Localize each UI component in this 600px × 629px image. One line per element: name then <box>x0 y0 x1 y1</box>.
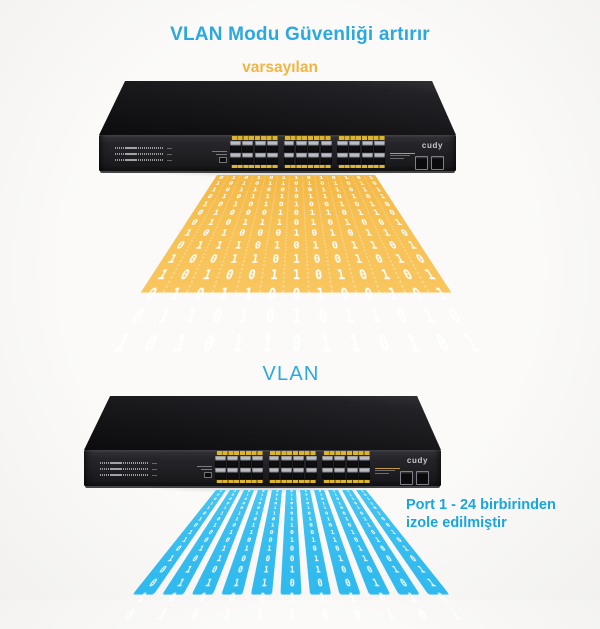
infographic: VLAN Modu Güvenliği artırır varsayılan c… <box>0 0 600 600</box>
vlan-mode-toggle <box>203 151 227 163</box>
switch-default-mode: cudy <box>99 81 456 171</box>
vlan-mode-toggle <box>188 466 212 478</box>
page-title: VLAN Modu Güvenliği artırır <box>0 24 600 46</box>
broadcast-plane: 0110100101100110010110100110011010011010… <box>141 175 452 293</box>
switch-front-panel: cudy <box>84 450 441 486</box>
spec-text-lines <box>390 153 416 161</box>
sfp-ports <box>400 471 429 485</box>
switch-top-panel <box>84 396 441 450</box>
mode-toggle-knob <box>204 472 212 479</box>
vlan-mode-label: VLAN <box>0 363 582 386</box>
isolation-caption: Port 1 - 24 birbirinden izole edilmiştir <box>406 497 556 532</box>
shared-traffic-stream: 0110100101100110010110100110011010011010… <box>217 175 375 268</box>
sfp-ports <box>415 156 444 170</box>
caption-line-1: Port 1 - 24 birbirinden <box>406 497 556 515</box>
brand-logo: cudy <box>407 456 428 465</box>
spec-text-lines <box>375 468 401 476</box>
switch-vlan-mode: cudy <box>84 396 441 486</box>
led-indicator-grid <box>115 147 172 165</box>
led-indicator-grid <box>100 462 157 480</box>
switch-top-panel <box>99 81 456 135</box>
switch-front-panel: cudy <box>99 135 456 171</box>
isolated-lanes-plane: 1001101011010010100011010010110101000110… <box>128 490 453 595</box>
caption-line-2: izole edilmiştir <box>406 515 556 533</box>
brand-logo: cudy <box>422 141 443 150</box>
mode-toggle-knob <box>219 157 227 164</box>
isolated-traffic-stream: 1001101011010010100011010010110101000110… <box>214 490 368 567</box>
ethernet-port-blocks <box>215 451 370 483</box>
default-mode-label: varsayılan <box>0 59 560 77</box>
ethernet-port-blocks <box>230 136 385 168</box>
